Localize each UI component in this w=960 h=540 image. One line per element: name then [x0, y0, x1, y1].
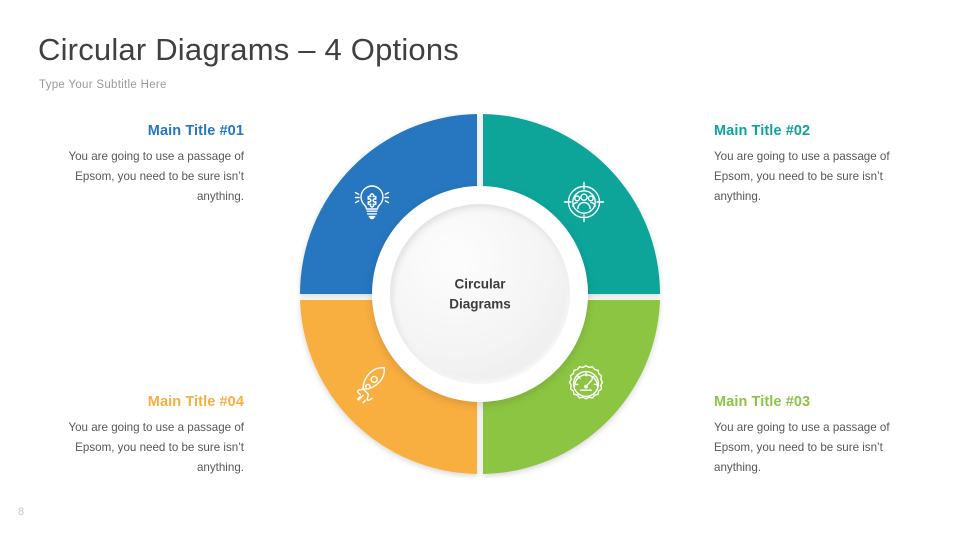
- option-body-04: You are going to use a passage of Epsom,…: [68, 421, 244, 474]
- option-body-03: You are going to use a passage of Epsom,…: [714, 421, 890, 474]
- option-title-02: Main Title #02: [714, 123, 811, 139]
- option-block-01[interactable]: Main Title #01 You are going to use a pa…: [38, 122, 244, 207]
- option-title-01: Main Title #01: [147, 123, 244, 139]
- donut-center-line1: Circular: [454, 276, 506, 292]
- option-block-02[interactable]: Main Title #02 You are going to use a pa…: [714, 122, 920, 207]
- page-subtitle: Type Your Subtitle Here: [39, 79, 167, 91]
- option-body-01: You are going to use a passage of Epsom,…: [68, 150, 244, 203]
- donut-center-hub: Circular Diagrams: [372, 186, 588, 402]
- donut-center-label: Circular Diagrams: [390, 274, 570, 313]
- option-block-03[interactable]: Main Title #03 You are going to use a pa…: [714, 393, 920, 478]
- page-title: Circular Diagrams – 4 Options: [38, 32, 460, 67]
- option-block-04[interactable]: Main Title #04 You are going to use a pa…: [38, 393, 244, 478]
- page-number: 8: [18, 506, 25, 518]
- donut-center-line2: Diagrams: [449, 296, 511, 311]
- option-title-04: Main Title #04: [147, 394, 244, 410]
- circular-diagram: Circular Diagrams: [296, 110, 664, 478]
- donut-center-disc: Circular Diagrams: [390, 204, 570, 384]
- option-title-03: Main Title #03: [714, 394, 811, 410]
- option-body-02: You are going to use a passage of Epsom,…: [714, 150, 890, 203]
